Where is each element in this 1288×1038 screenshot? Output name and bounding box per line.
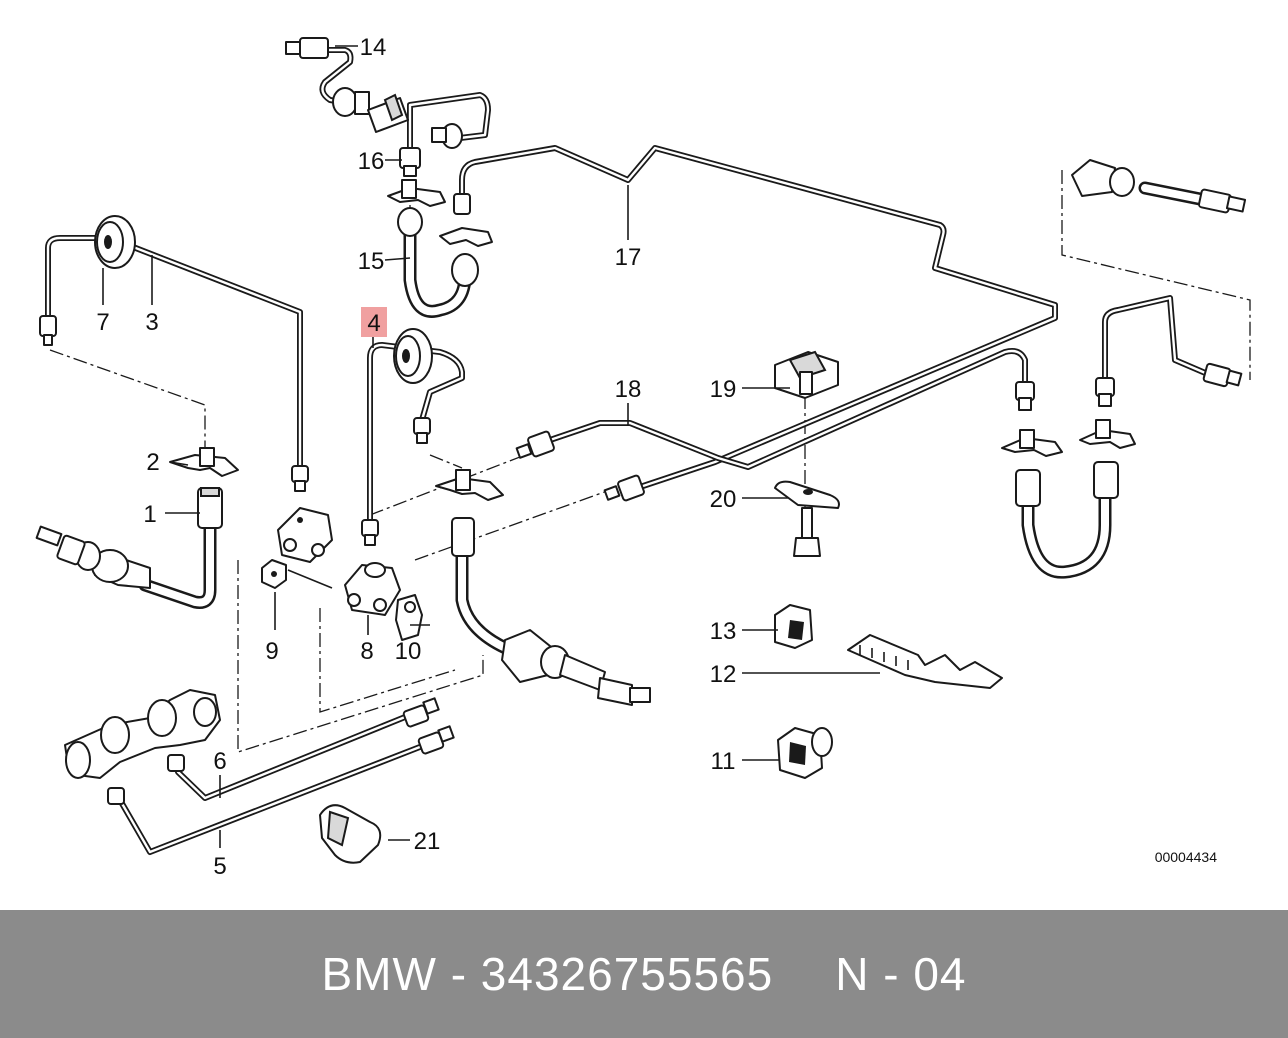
flexible-hoses: [138, 181, 1212, 657]
label-13[interactable]: 13: [710, 618, 737, 645]
label-4[interactable]: 4: [367, 310, 380, 337]
label-10[interactable]: 10: [395, 638, 422, 665]
label-5[interactable]: 5: [213, 853, 226, 880]
highlight-box: [361, 307, 387, 337]
fittings: [35, 37, 1247, 864]
parts-diagram: 7 3 2 1 4 14 16 15 17 18 19 20 13 12 11 …: [35, 34, 1251, 880]
part-labels: 7 3 2 1 4 14 16 15 17 18 19 20 13 12 11 …: [96, 34, 736, 880]
assembly-guide-lines: [49, 170, 1251, 753]
label-21[interactable]: 21: [414, 828, 441, 855]
diagram-code: N - 04: [835, 948, 967, 1000]
part-info-banner: BMW - 34326755565 N - 04: [0, 910, 1288, 1038]
part-reference: BMW - 34326755565: [321, 948, 774, 1000]
label-16[interactable]: 16: [358, 148, 385, 175]
label-14[interactable]: 14: [360, 34, 387, 61]
label-8[interactable]: 8: [360, 638, 373, 665]
rigid-brake-pipes: [45, 47, 1213, 855]
label-20[interactable]: 20: [710, 486, 737, 513]
brake-line-diagram-svg: 7 3 2 1 4 14 16 15 17 18 19 20 13 12 11 …: [35, 34, 1251, 880]
label-18[interactable]: 18: [615, 376, 642, 403]
label-19[interactable]: 19: [710, 376, 737, 403]
label-9[interactable]: 9: [265, 638, 278, 665]
label-2[interactable]: 2: [146, 449, 159, 476]
label-6[interactable]: 6: [213, 748, 226, 775]
label-12[interactable]: 12: [710, 661, 737, 688]
label-17[interactable]: 17: [615, 244, 642, 271]
label-1[interactable]: 1: [143, 501, 156, 528]
label-11[interactable]: 11: [711, 748, 736, 775]
label-3[interactable]: 3: [145, 309, 158, 336]
drawing-number: 00004434: [1155, 849, 1218, 865]
label-7[interactable]: 7: [96, 309, 109, 336]
leader-lines: [102, 45, 880, 848]
label-15[interactable]: 15: [358, 248, 385, 275]
